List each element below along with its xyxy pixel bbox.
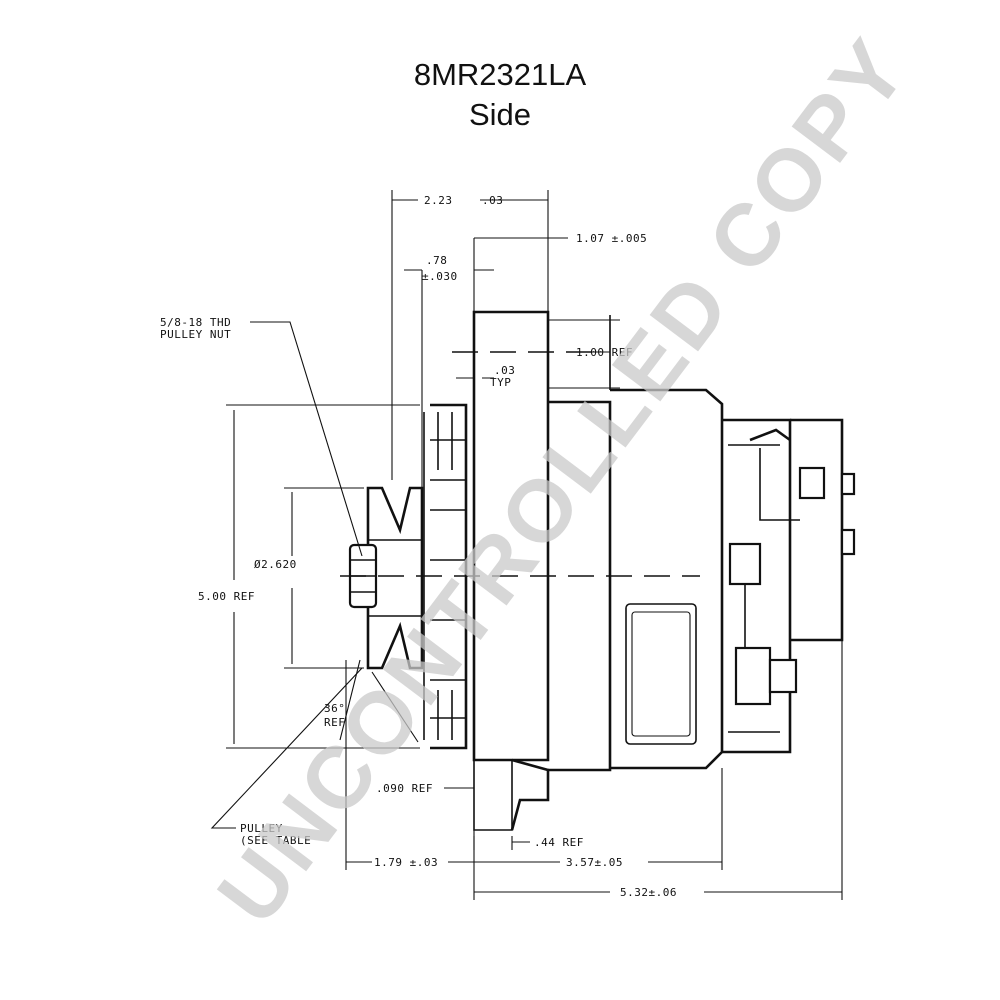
dim-44-ref: .44 REF bbox=[534, 836, 584, 849]
view-subtitle: Side bbox=[468, 97, 532, 132]
note-pulley-b: (SEE TABLE bbox=[240, 834, 311, 847]
note-nut-a: 5/8-18 THD bbox=[160, 316, 231, 329]
dim-1-07: 1.07 ±.005 bbox=[576, 232, 647, 245]
dim-36-b: REF bbox=[324, 716, 345, 729]
dim-03-top: .03 bbox=[482, 194, 503, 207]
title-block: 8MR2321LA Side bbox=[0, 55, 1000, 135]
dim-78: .78 bbox=[426, 254, 447, 267]
part-number-title: 8MR2321LA bbox=[413, 57, 587, 92]
dim-090-ref: .090 REF bbox=[376, 782, 433, 795]
dim-5-00-ref: 5.00 REF bbox=[198, 590, 255, 603]
dim-1-00-ref: 1.00 REF bbox=[576, 346, 633, 359]
dim-03-typ-b: TYP bbox=[490, 376, 511, 389]
dim-3-57: 3.57±.05 bbox=[566, 856, 623, 869]
dim-36-a: 36° bbox=[324, 702, 345, 715]
dim-2-23: 2.23 bbox=[424, 194, 453, 207]
dim-1-79: 1.79 ±.03 bbox=[374, 856, 438, 869]
dim-030: ±.030 bbox=[422, 270, 458, 283]
dim-03-typ-a: .03 bbox=[494, 364, 515, 377]
note-nut-b: PULLEY NUT bbox=[160, 328, 231, 341]
dim-2-620: Ø2.620 bbox=[254, 558, 297, 571]
alternator-outline bbox=[472, 310, 844, 831]
dimension-lines bbox=[210, 190, 843, 900]
rear-terminals bbox=[728, 428, 856, 706]
dim-5-32: 5.32±.06 bbox=[620, 886, 677, 899]
fan-and-pulley bbox=[348, 403, 468, 750]
note-pulley-a: PULLEY bbox=[240, 822, 283, 835]
